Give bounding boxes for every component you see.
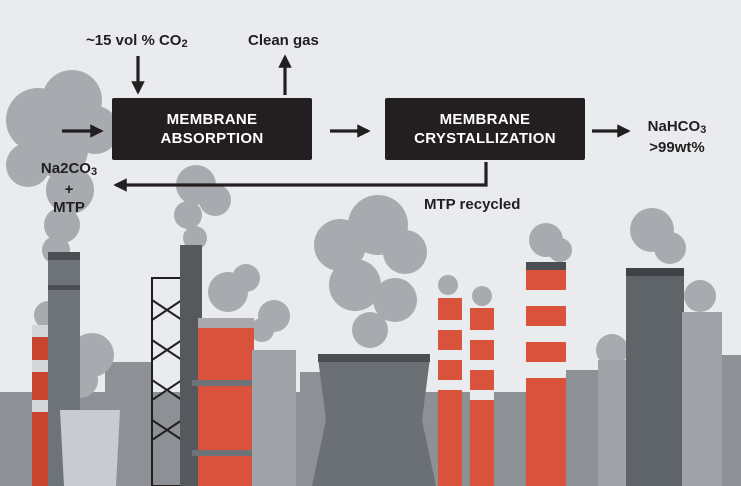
chimney-gray-center [252,350,296,486]
smoke-cloud-cooling-tower [314,195,427,348]
product-label: NaHCO3 >99wt% [642,118,712,157]
crystallization-line2: CRYSTALLIZATION [414,130,556,147]
membrane-absorption-box: MEMBRANE ABSORPTION [112,98,312,160]
crystallization-line1: MEMBRANE [439,111,531,128]
product-purity: >99wt% [649,139,705,156]
feed-text: ~15 vol % CO [86,32,182,49]
reagent-formula: Na2CO [40,160,91,177]
clean-gas-label: Clean gas [248,32,319,50]
cooling-tower-small [60,410,120,486]
absorption-line1: MEMBRANE [166,111,258,128]
smoke-cloud-left [6,70,119,264]
recycle-arrow [113,162,488,192]
chimney-gray-right [598,268,722,486]
cooling-tower-large [312,358,436,486]
chimney-red-center [192,318,260,486]
chimney-red-striped-tall [526,262,566,486]
membrane-crystallization-box: MEMBRANE CRYSTALLIZATION [385,98,585,160]
reagent-label: Na2CO3 + MTP [34,160,104,217]
product-formula: NaHCO [647,118,701,135]
absorption-line2: ABSORPTION [160,130,264,147]
chimney-red-thin-pair [438,298,494,486]
clean-gas-text: Clean gas [248,32,319,49]
recycle-label: MTP recycled [424,196,520,214]
reagent-plus: + [64,181,74,198]
reagent-mtp: MTP [53,199,85,216]
chimney-dark-thin [180,245,202,486]
feed-label: ~15 vol % CO2 [86,32,188,53]
reagent-subscript: 3 [90,166,98,178]
feed-subscript: 2 [181,38,188,50]
recycle-text: MTP recycled [424,196,521,213]
product-subscript: 3 [700,124,707,136]
